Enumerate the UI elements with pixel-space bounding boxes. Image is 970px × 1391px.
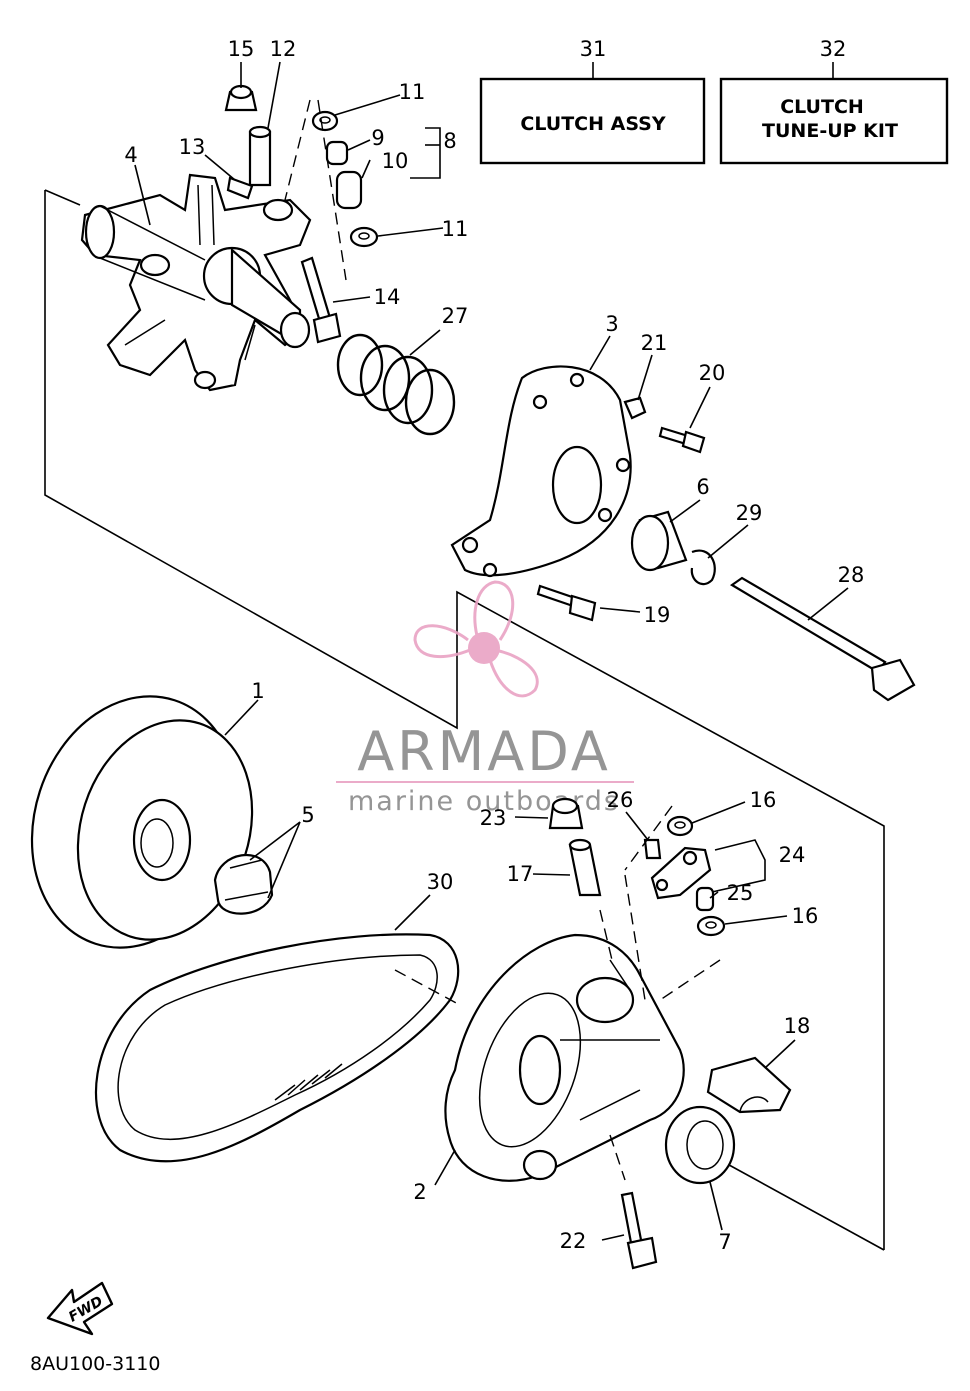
callout-16-upper: 16	[750, 788, 777, 812]
callout-7: 7	[718, 1230, 731, 1254]
part-9-roller[interactable]	[325, 140, 349, 166]
callout-24: 24	[779, 843, 806, 867]
part-6-bushing[interactable]	[630, 510, 688, 572]
part-13-set-screw[interactable]	[226, 176, 254, 200]
part-14-bolt[interactable]	[300, 256, 342, 344]
callout-2: 2	[413, 1180, 426, 1204]
part-11-washer-upper[interactable]	[311, 110, 339, 132]
callout-numbers: 15 12 13 4 11 9 10 8 11 14 27 3 21 20 6 …	[124, 37, 864, 1254]
tune-up-kit-label-line2: TUNE-UP KIT	[762, 120, 898, 142]
callout-30: 30	[427, 870, 454, 894]
part-16-washer-lower[interactable]	[696, 915, 726, 937]
part-17-pin[interactable]	[568, 838, 602, 897]
callout-29: 29	[736, 501, 763, 525]
callout-9: 9	[371, 126, 384, 150]
callout-12: 12	[270, 37, 297, 61]
part-29-cam-slider[interactable]	[690, 549, 716, 586]
callout-8: 8	[443, 129, 456, 153]
diagram-code: 8AU100-3110	[30, 1353, 160, 1375]
callout-25: 25	[727, 881, 754, 905]
part-27-spring[interactable]	[336, 333, 456, 436]
part-18-slider[interactable]	[706, 1056, 792, 1114]
propeller-logo-icon	[413, 580, 539, 698]
part-26-set-screw[interactable]	[643, 838, 662, 860]
part-23-cap-nut[interactable]	[548, 797, 584, 830]
part-19-bolt[interactable]	[536, 584, 597, 622]
clutch-tune-up-kit-box[interactable]: 32 CLUTCH TUNE-UP KIT	[719, 37, 949, 165]
callout-31: 31	[580, 37, 607, 61]
callout-11-lower: 11	[442, 217, 469, 241]
callout-leader-lines	[134, 61, 849, 1241]
part-12-pin[interactable]	[248, 125, 272, 187]
callout-27: 27	[442, 304, 469, 328]
callout-32: 32	[820, 37, 847, 61]
watermark-brand: ARMADA	[357, 720, 611, 783]
part-7-bushing[interactable]	[664, 1105, 736, 1185]
part-25-roller[interactable]	[695, 886, 715, 912]
part-2-movable-sheave[interactable]	[444, 933, 685, 1182]
callout-28: 28	[838, 563, 865, 587]
callout-5: 5	[301, 803, 314, 827]
assembly-dashed-lines	[284, 99, 721, 1181]
callout-6: 6	[696, 475, 709, 499]
part-4-spider-assembly[interactable]	[80, 173, 312, 392]
part-5-weight[interactable]	[213, 853, 274, 915]
callout-26: 26	[607, 788, 634, 812]
callout-23: 23	[480, 806, 507, 830]
callout-20: 20	[699, 361, 726, 385]
callout-17: 17	[507, 862, 534, 886]
callout-15: 15	[228, 37, 255, 61]
part-21-nut[interactable]	[623, 396, 647, 420]
callout-13: 13	[179, 135, 206, 159]
callout-16-lower: 16	[792, 904, 819, 928]
callout-18: 18	[784, 1014, 811, 1038]
part-10-bushing[interactable]	[335, 170, 363, 210]
callout-14: 14	[374, 285, 401, 309]
part-1-fixed-sheave[interactable]	[0, 669, 279, 974]
callout-4: 4	[124, 143, 137, 167]
callout-1: 1	[251, 679, 264, 703]
part-3-cover[interactable]	[450, 365, 632, 578]
callout-11-upper: 11	[399, 80, 426, 104]
part-16-washer-upper[interactable]	[666, 815, 694, 837]
clutch-assy-label: CLUTCH ASSY	[520, 113, 665, 135]
callout-3: 3	[605, 312, 618, 336]
assembly-boundary	[44, 189, 885, 1251]
part-15-cap-nut[interactable]	[224, 84, 258, 112]
part-22-bolt[interactable]	[620, 1191, 658, 1270]
part-11-washer-lower[interactable]	[349, 226, 379, 248]
callout-22: 22	[560, 1229, 587, 1253]
callout-19: 19	[644, 603, 671, 627]
fwd-arrow-icon: FWD	[46, 1281, 114, 1336]
callout-21: 21	[641, 331, 668, 355]
callout-10: 10	[382, 149, 409, 173]
part-28-long-bolt[interactable]	[729, 576, 916, 702]
tune-up-kit-label-line1: CLUTCH	[780, 96, 864, 118]
part-24-roller-arm[interactable]	[650, 846, 712, 900]
clutch-assy-box[interactable]: 31 CLUTCH ASSY	[479, 37, 706, 165]
part-20-bolt[interactable]	[658, 426, 706, 454]
part-30-drive-belt[interactable]	[94, 933, 460, 1163]
